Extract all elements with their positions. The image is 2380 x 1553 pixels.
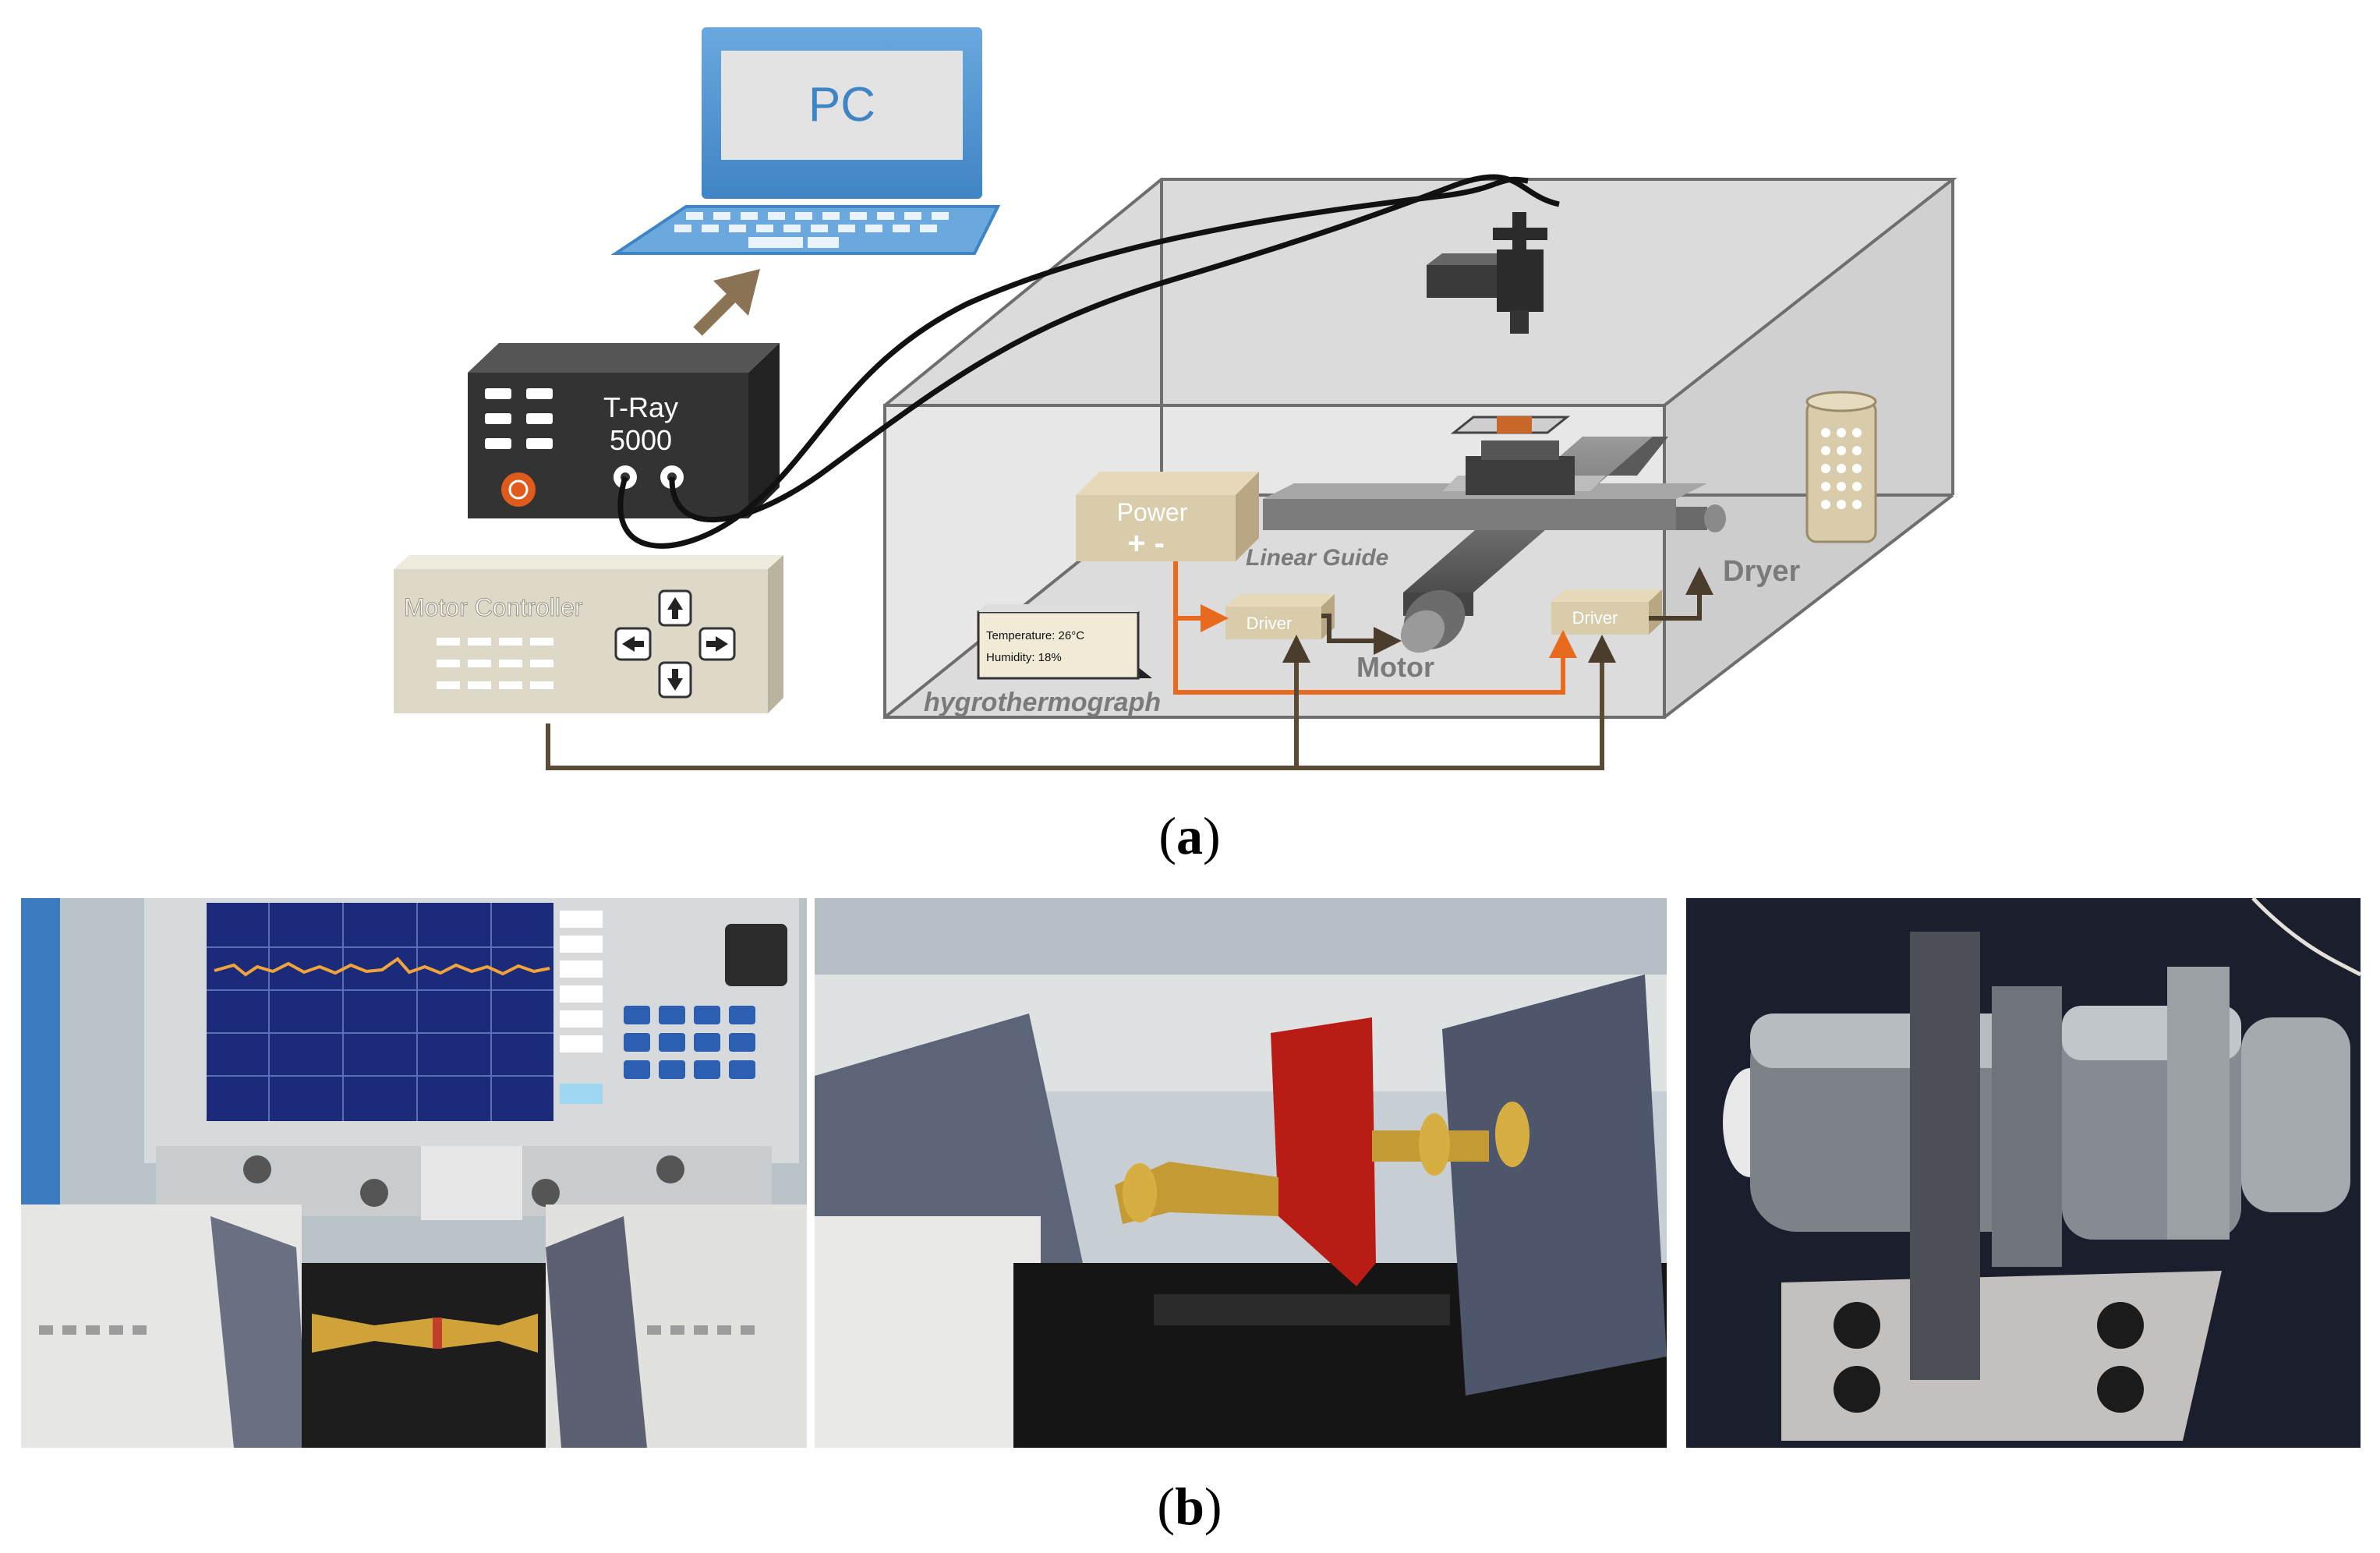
power-wires <box>1173 561 1577 695</box>
hygro-humidity: Humidity: 18% <box>986 651 1062 664</box>
hygro-temperature: Temperature: 26°C <box>986 629 1084 642</box>
linear-guide-label: Linear Guide <box>1246 545 1388 571</box>
controller-control-wires <box>546 635 1616 770</box>
pc-label: PC <box>808 78 875 132</box>
caption-b-letter: b <box>1175 1477 1204 1536</box>
motor-controller <box>394 555 783 713</box>
hygrothermograph <box>977 604 1152 680</box>
sample-between-waveguide-flanges-photo <box>815 898 1667 1448</box>
motor-label: Motor <box>1356 651 1434 683</box>
thz-sensor-head <box>1427 212 1547 334</box>
dryer-cylinder <box>1805 391 1877 543</box>
driver-left-label: Driver <box>1247 614 1293 633</box>
driver-right <box>1551 589 1662 635</box>
caption-a-letter: a <box>1176 806 1203 865</box>
power-terminals: + - <box>1127 526 1165 561</box>
dryer-label: Dryer <box>1723 555 1800 588</box>
vna-with-waveguide-fixture-photo <box>21 898 807 1448</box>
panel-b-photos <box>21 897 2362 1448</box>
driver-left <box>1225 594 1335 639</box>
tray-5000-unit <box>468 343 780 518</box>
tray-label-line1: T-Ray <box>603 391 678 423</box>
hygrothermograph-label: hygrothermograph <box>924 688 1161 717</box>
tray-label-line2: 5000 <box>610 424 672 456</box>
panel-a-diagram: PC T-Ray 5000 <box>394 27 1957 770</box>
pc-laptop-icon <box>610 27 1001 255</box>
tray-to-pc-arrow <box>693 269 760 336</box>
linear-guide-stage <box>1263 416 1726 653</box>
power-supply <box>1076 472 1259 561</box>
power-label: Power <box>1117 498 1188 526</box>
motor-controller-label: Motor Controller <box>404 593 583 621</box>
caption-a: (a) <box>1158 806 1221 865</box>
driver-output-wires <box>1321 567 1713 655</box>
thz-cables <box>617 174 1560 549</box>
driver-right-label: Driver <box>1572 608 1618 628</box>
threaded-lens-horn-mount-photo <box>1686 897 2362 1448</box>
caption-b: (b) <box>1157 1477 1222 1536</box>
